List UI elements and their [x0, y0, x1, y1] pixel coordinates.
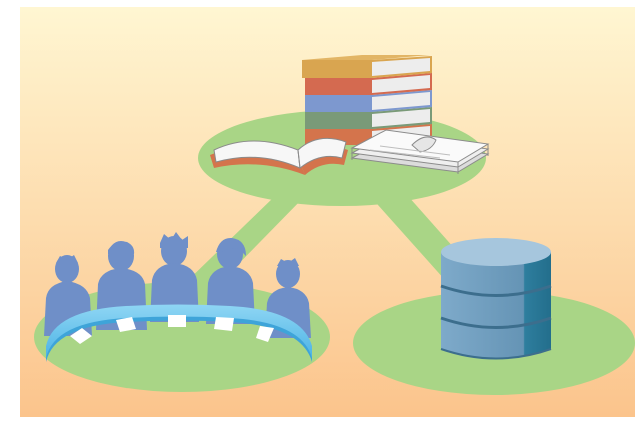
newspaper-icon	[350, 129, 490, 174]
table-papers	[70, 315, 274, 344]
meeting-table-icon	[46, 304, 312, 362]
connector-books-to-people	[180, 196, 305, 288]
open-book-icon	[210, 137, 348, 175]
book-stack-icon	[302, 55, 432, 145]
database-cylinder-icon	[440, 238, 552, 360]
person-icon	[44, 255, 92, 336]
